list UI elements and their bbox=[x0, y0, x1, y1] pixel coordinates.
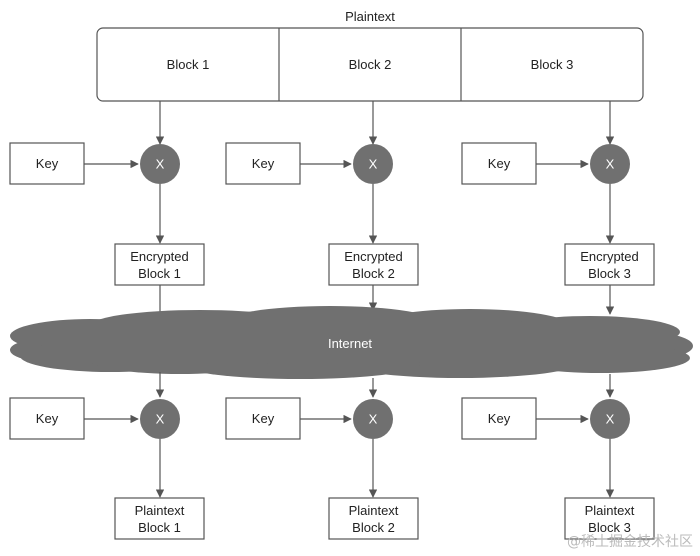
xor-node-enc-1 bbox=[140, 144, 180, 184]
xor-label-enc-2: X bbox=[369, 157, 378, 172]
xor-node-dec-3 bbox=[590, 399, 630, 439]
encrypted-block-2-line1: Encrypted bbox=[344, 249, 403, 264]
output-block-1 bbox=[114, 497, 205, 540]
key-label-enc-1: Key bbox=[36, 156, 59, 171]
key-label-enc-3: Key bbox=[488, 156, 511, 171]
key-box-enc-1 bbox=[9, 142, 85, 185]
xor-node-enc-2 bbox=[353, 144, 393, 184]
plaintext-block-2: Block 2 bbox=[349, 57, 392, 72]
output-block-1-line1: Plaintext bbox=[135, 503, 185, 518]
key-box-enc-3 bbox=[461, 142, 537, 185]
xor-node-enc-3 bbox=[590, 144, 630, 184]
plaintext-block-1: Block 1 bbox=[167, 57, 210, 72]
output-block-3 bbox=[564, 497, 655, 540]
encrypted-block-1 bbox=[114, 243, 205, 286]
encrypted-block-1-line2: Block 1 bbox=[138, 266, 181, 281]
xor-node-dec-2 bbox=[353, 399, 393, 439]
encrypted-block-3-line1: Encrypted bbox=[580, 249, 639, 264]
internet-cloud bbox=[10, 306, 693, 379]
key-box-dec-1 bbox=[9, 397, 85, 440]
xor-label-dec-1: X bbox=[156, 412, 165, 427]
encrypted-block-2 bbox=[328, 243, 419, 286]
watermark: @稀土掘金技术社区 bbox=[567, 534, 693, 550]
xor-label-dec-2: X bbox=[369, 412, 378, 427]
plaintext-title: Plaintext bbox=[345, 9, 395, 24]
key-label-enc-2: Key bbox=[252, 156, 275, 171]
output-block-3-line2: Block 3 bbox=[588, 520, 631, 535]
encrypted-block-3-line2: Block 3 bbox=[588, 266, 631, 281]
key-label-dec-1: Key bbox=[36, 411, 59, 426]
plaintext-container bbox=[96, 27, 644, 102]
output-block-2-line2: Block 2 bbox=[352, 520, 395, 535]
xor-label-enc-3: X bbox=[606, 157, 615, 172]
plaintext-block-3: Block 3 bbox=[531, 57, 574, 72]
output-block-2-line1: Plaintext bbox=[349, 503, 399, 518]
encrypted-block-2-line2: Block 2 bbox=[352, 266, 395, 281]
key-box-enc-2 bbox=[225, 142, 301, 185]
xor-label-dec-3: X bbox=[606, 412, 615, 427]
output-block-2 bbox=[328, 497, 419, 540]
output-block-3-line1: Plaintext bbox=[585, 503, 635, 518]
xor-node-dec-1 bbox=[140, 399, 180, 439]
key-label-dec-2: Key bbox=[252, 411, 275, 426]
output-block-1-line2: Block 1 bbox=[138, 520, 181, 535]
key-box-dec-3 bbox=[461, 397, 537, 440]
internet-label: Internet bbox=[328, 336, 372, 351]
xor-label-enc-1: X bbox=[156, 157, 165, 172]
key-label-dec-3: Key bbox=[488, 411, 511, 426]
encrypted-block-1-line1: Encrypted bbox=[130, 249, 189, 264]
